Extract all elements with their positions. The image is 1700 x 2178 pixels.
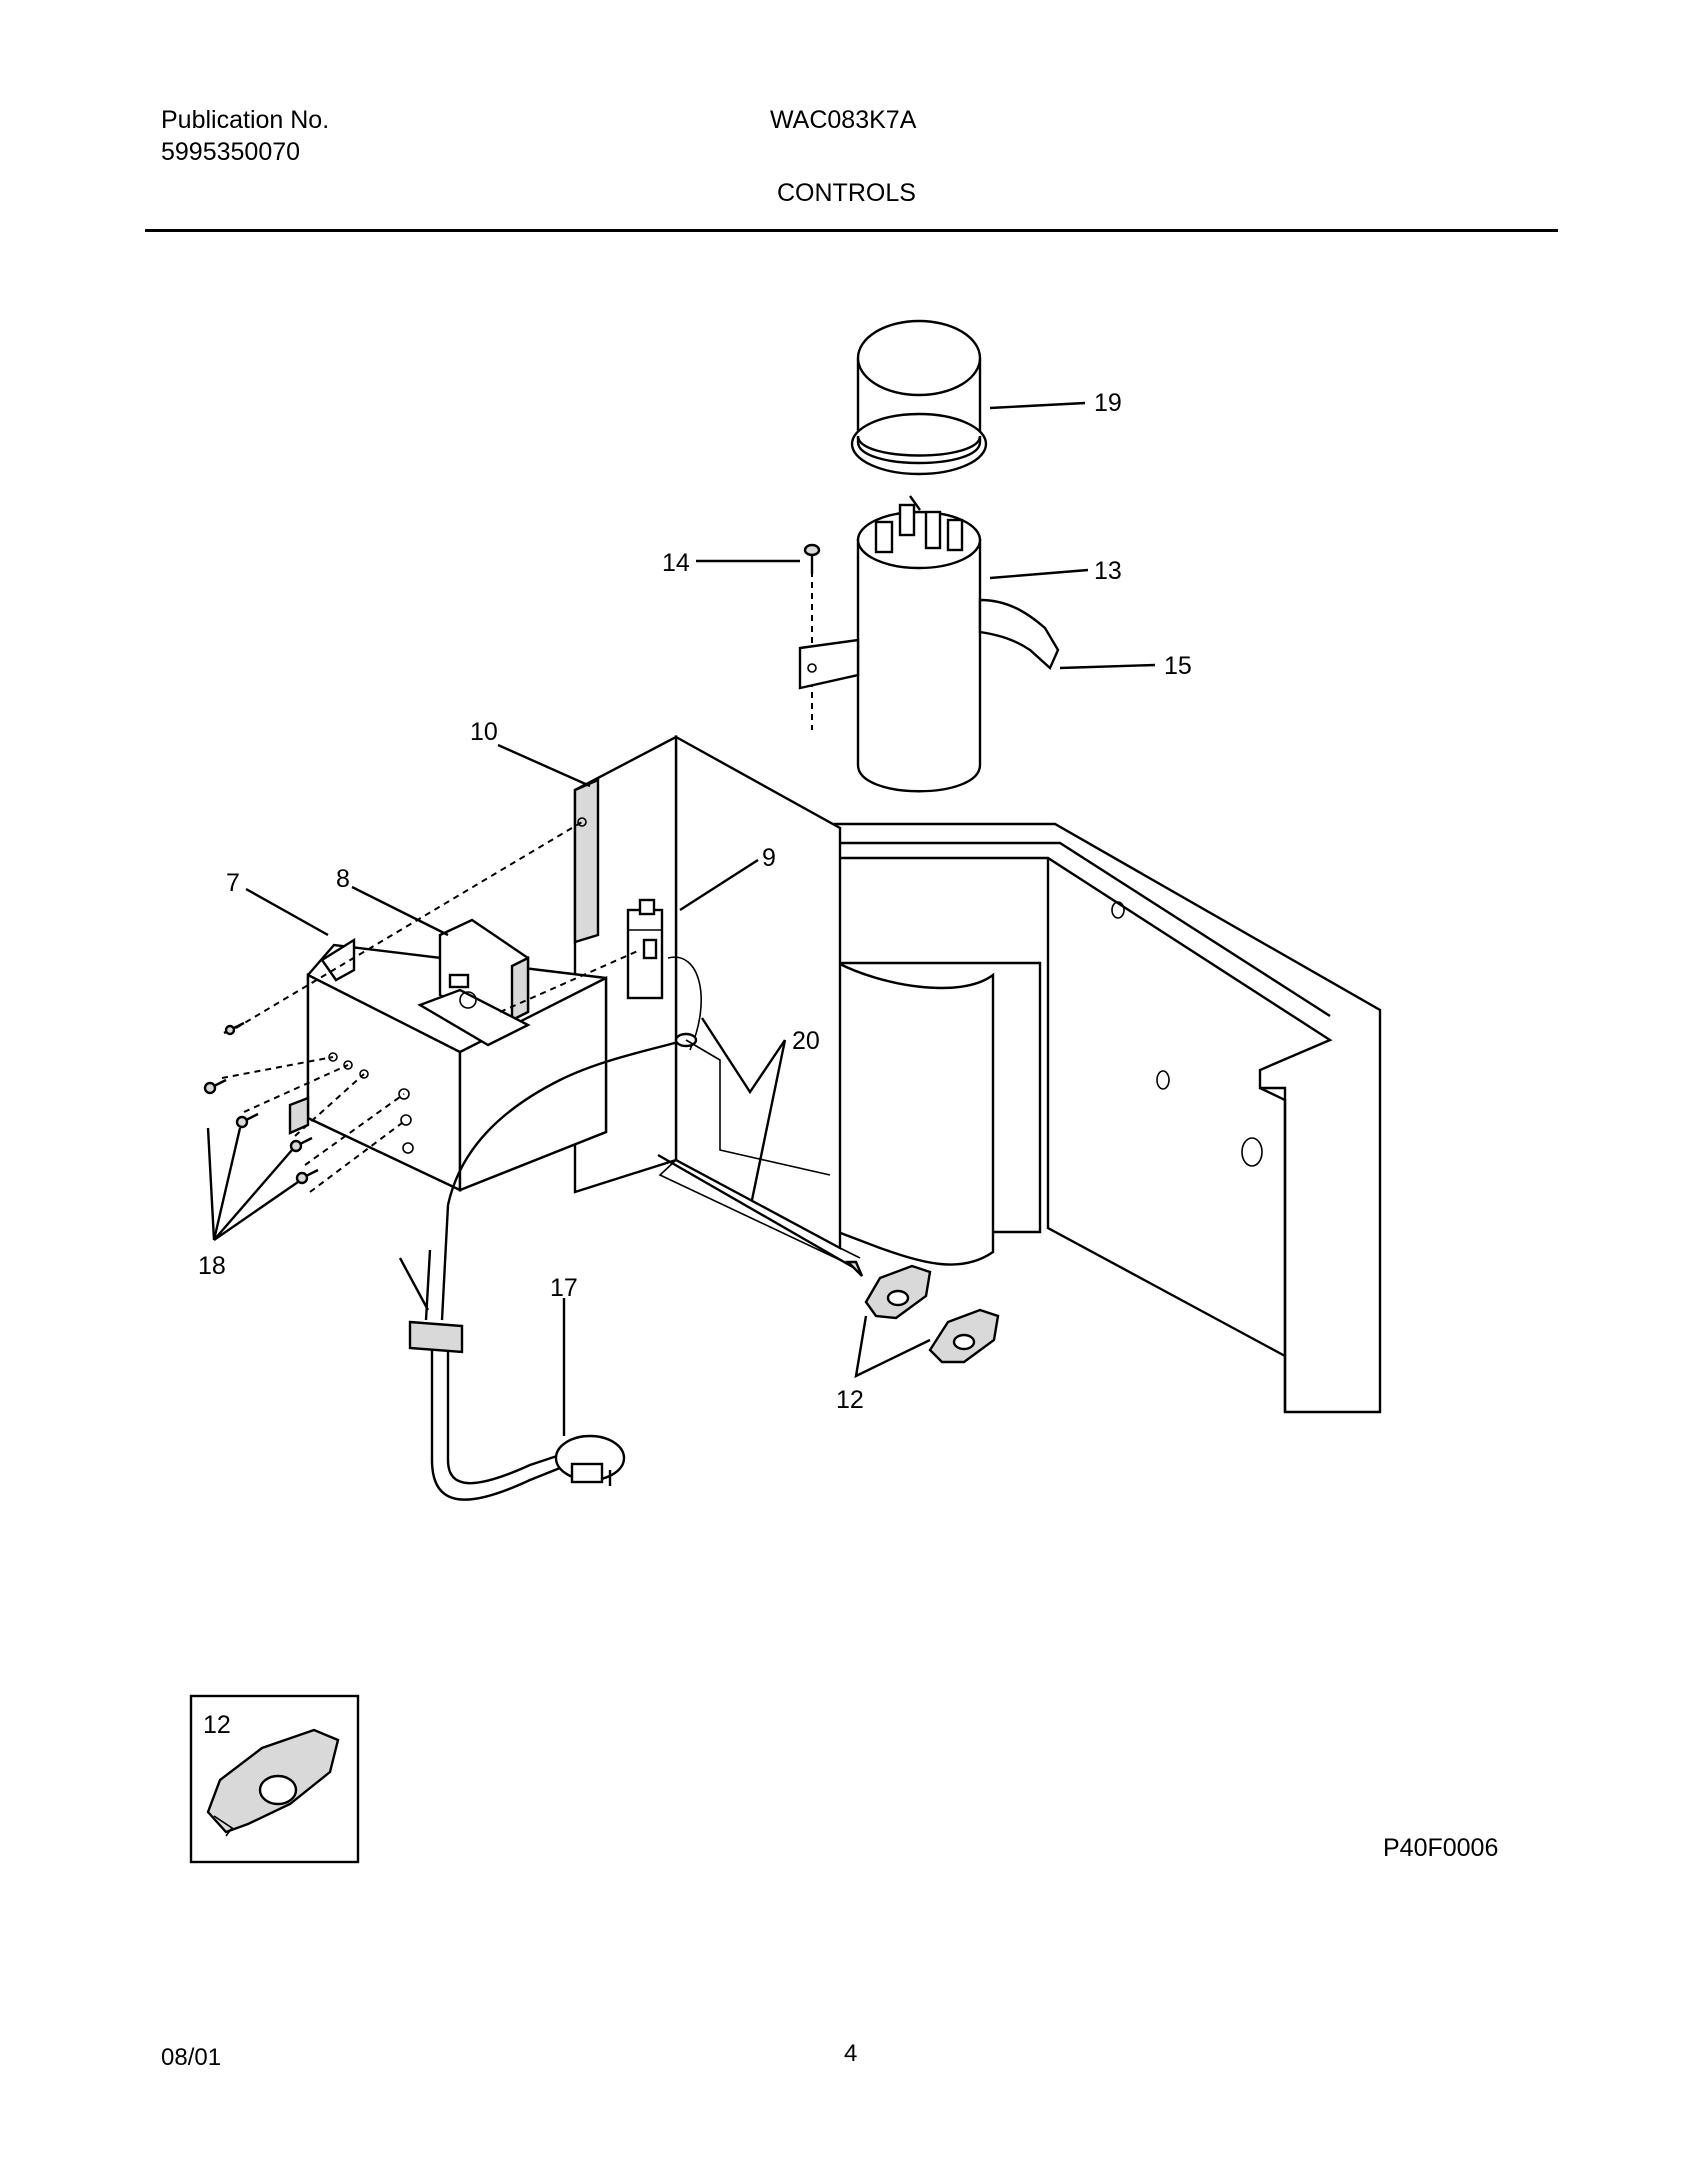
leader-lines	[206, 401, 1156, 1436]
publication-label: Publication No.	[161, 106, 330, 134]
control-box	[288, 937, 608, 1192]
callout-9: 9	[762, 844, 776, 872]
model-number: WAC083K7A	[770, 106, 917, 134]
footer-date: 08/01	[161, 2044, 222, 2071]
switch-component	[626, 898, 702, 1051]
screw-icon	[223, 1021, 245, 1036]
callout-15: 15	[1164, 652, 1192, 680]
header-rule	[145, 229, 1558, 232]
duct-shroud	[836, 961, 1042, 1266]
screw-icon	[295, 1168, 319, 1185]
callout-19: 19	[1094, 389, 1122, 417]
cabinet-panel	[833, 822, 1382, 1414]
inset-detail-box: 12	[189, 1694, 360, 1864]
screw-icon	[289, 1136, 313, 1153]
callout-20: 20	[792, 1027, 820, 1055]
sensor-wire	[446, 1032, 864, 1277]
screw-icon	[803, 543, 821, 574]
thermostat-control	[417, 918, 531, 1047]
footer-page-number: 4	[844, 2040, 858, 2067]
section-title: CONTROLS	[777, 179, 916, 207]
callout-14: 14	[662, 549, 690, 577]
screw-icon	[203, 1078, 227, 1095]
control-panel-bracket	[573, 734, 861, 1261]
callout-13: 13	[1094, 557, 1122, 585]
callout-7: 7	[226, 869, 240, 897]
inset-callout-12: 12	[203, 1711, 231, 1739]
clip-left	[864, 1264, 932, 1320]
callout-18: 18	[198, 1252, 226, 1280]
screw-icon	[235, 1112, 259, 1129]
clip-right	[928, 1308, 1000, 1364]
callout-10: 10	[470, 718, 498, 746]
callout-17: 17	[550, 1274, 578, 1302]
callout-labels: 19 14 13 15 10 7 8 9 20 18 17 12	[198, 389, 1192, 1414]
publication-number: 5995350070	[161, 138, 301, 166]
capacitor-strap	[798, 598, 1060, 690]
capacitor-cap	[850, 319, 988, 476]
figure-code: P40F0006	[1383, 1834, 1498, 1862]
capacitor	[856, 495, 982, 793]
screws	[203, 1021, 319, 1185]
callout-12: 12	[836, 1386, 864, 1414]
callout-8: 8	[336, 865, 350, 893]
power-cord	[398, 1204, 626, 1501]
